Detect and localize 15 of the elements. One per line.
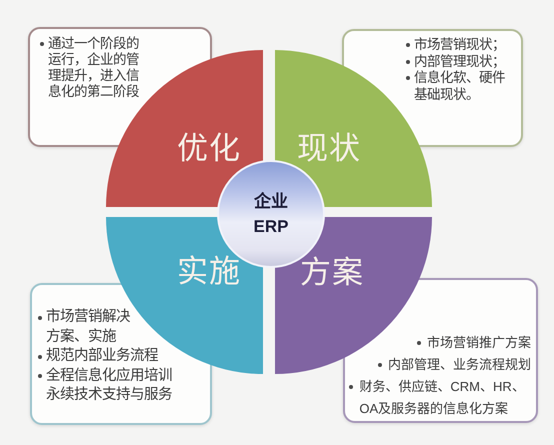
bullet-text: 信息化软、硬件基础现状。 [414,70,506,103]
bullet-text: 财务、供应链、CRM、HR、OA及服务器的信息化方案 [359,378,526,418]
bullet-text: 规范内部业务流程 [46,347,159,366]
segment-label: 现状 [297,132,361,166]
bullet-text: 内部管理现状； [414,54,506,70]
segment-label: 优化 [177,132,241,166]
bullet-text: 市场营销现状； [414,37,506,54]
bullet-text: 内部管理、业务流程规划 [388,356,531,374]
segment-label: 方案 [300,256,364,290]
bullet-text: 市场营销解决方案、实施 [46,308,131,346]
bullet-text: 全程信息化应用培训永续技术支持与服务 [46,366,173,405]
hub-label: 企业ERP [252,190,290,238]
bullet-text: 通过一个阶段的运行，企业的管理提升，进入信息化的第二阶段 [48,36,140,100]
segment-label: 实施 [177,254,241,290]
bullet-text: 市场营销推广方案 [427,334,531,352]
